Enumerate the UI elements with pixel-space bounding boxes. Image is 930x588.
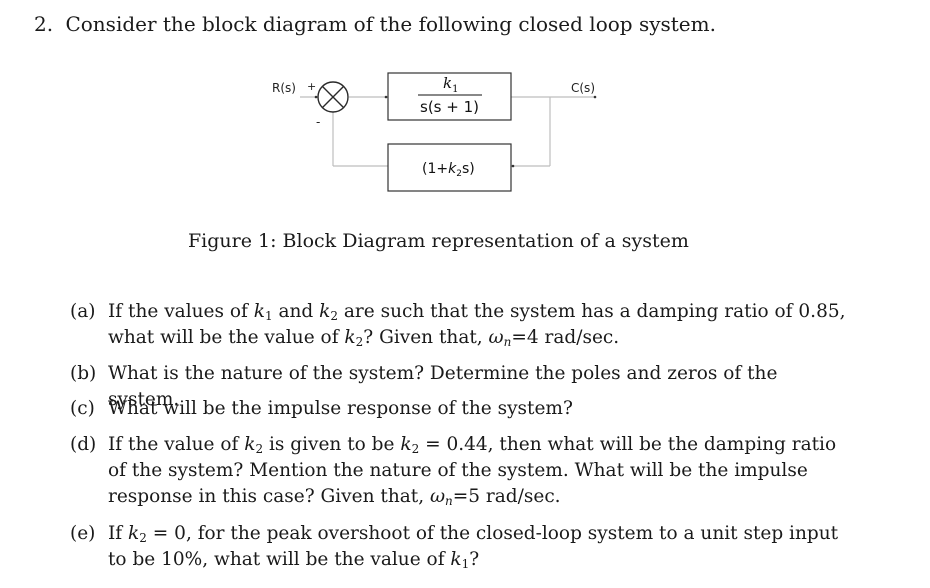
summing-junction	[317, 81, 349, 113]
block-diagram: R(s) + - C(s) k1 s(s + 1) (1+k2s)	[272, 72, 597, 192]
question-number: 2.	[34, 12, 54, 36]
minus-sign: -	[316, 115, 320, 129]
part-label: (c)	[70, 398, 95, 419]
part-text: What is the nature of the system? Determ…	[108, 363, 778, 410]
question-heading: 2. Consider the block diagram of the fol…	[34, 12, 716, 36]
question-text: Consider the block diagram of the follow…	[65, 12, 716, 36]
figure-caption: Figure 1: Block Diagram representation o…	[188, 230, 689, 252]
part-label: (a)	[70, 301, 96, 322]
output-label: C(s)	[571, 81, 595, 95]
input-label: R(s)	[272, 81, 296, 95]
part-a: (a) If the values of k1 and k2 are such …	[70, 299, 848, 351]
part-label: (e)	[70, 523, 96, 544]
part-text: If the values of k1 and k2 are such that…	[108, 301, 846, 349]
forward-denominator: s(s + 1)	[420, 98, 479, 116]
part-c: (c) What will be the impulse response of…	[70, 396, 848, 422]
part-text: If the value of k2 is given to be k2 = 0…	[108, 434, 837, 508]
forward-block	[387, 72, 512, 121]
plus-sign: +	[307, 80, 316, 93]
forward-numerator: k1	[443, 74, 458, 95]
part-b: (b) What is the nature of the system? De…	[70, 361, 848, 413]
part-text: What will be the impulse response of the…	[108, 398, 573, 419]
part-d: (d) If the value of k2 is given to be k2…	[70, 432, 848, 510]
feedback-transfer-function: (1+k2s)	[422, 161, 475, 179]
part-e: (e) If k2 = 0, for the peak overshoot of…	[70, 521, 848, 573]
part-text: If k2 = 0, for the peak overshoot of the…	[108, 523, 839, 571]
feedback-block	[387, 143, 512, 192]
part-label: (b)	[70, 363, 97, 384]
part-label: (d)	[70, 434, 97, 455]
